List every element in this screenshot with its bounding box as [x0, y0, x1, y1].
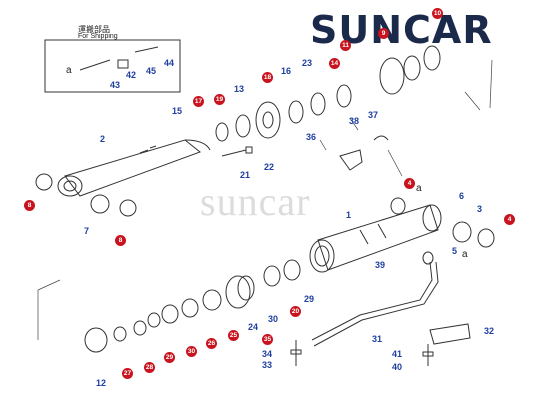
- piston-seal-16: [288, 100, 304, 124]
- label-7: 7: [84, 226, 90, 236]
- callout-18: 18: [262, 72, 273, 83]
- callout-28: 28: [144, 362, 155, 373]
- dust-seal-left: [35, 173, 53, 191]
- cylinder-head-top: [379, 57, 405, 95]
- shipping-parts-box: [44, 39, 181, 93]
- label-34: 34: [262, 349, 273, 359]
- label-31: 31: [372, 334, 383, 344]
- bushing-3: [452, 221, 472, 243]
- callout-17: 17: [193, 96, 204, 107]
- callout-10: 10: [432, 8, 443, 19]
- seal-ring-2: [133, 320, 147, 336]
- label-13: 13: [234, 84, 245, 94]
- pipe-31: [311, 261, 433, 341]
- cylinder-head-lower: [225, 275, 251, 309]
- label-24: 24: [248, 322, 259, 332]
- label-22: 22: [264, 162, 275, 172]
- callout-4-right: 4: [504, 214, 515, 225]
- dust-seal-4: [390, 197, 406, 215]
- callout-20: 20: [290, 306, 301, 317]
- bolt-21: [221, 149, 247, 157]
- callout-8-right: 8: [115, 235, 126, 246]
- callout-26: 26: [206, 338, 217, 349]
- shipping-bolt: [79, 59, 111, 71]
- label-2: 2: [100, 134, 106, 144]
- label-43: 43: [110, 80, 121, 90]
- label-32: 32: [484, 326, 495, 336]
- piston-rod: [57, 139, 211, 197]
- o-ring-10: [423, 45, 441, 71]
- label-16: 16: [281, 66, 292, 76]
- bracket-36: [339, 149, 363, 171]
- shipping-letter: a: [66, 65, 72, 76]
- label-29: 29: [304, 294, 315, 304]
- bushing-7: [90, 194, 110, 214]
- seal-ring-7: [263, 265, 281, 287]
- seal-ring-4: [161, 304, 179, 324]
- seal-ring-3: [147, 312, 161, 328]
- shipping-pin: [134, 46, 159, 53]
- watermark: suncar: [200, 179, 311, 224]
- label-15: 15: [172, 106, 183, 116]
- callout-9: 9: [378, 28, 389, 39]
- piston-ring: [235, 114, 251, 138]
- label-39: 39: [375, 260, 386, 270]
- label-23: 23: [302, 58, 313, 68]
- seal-rod-end: [119, 199, 137, 217]
- seal-ring-1: [113, 326, 127, 342]
- callout-27: 27: [122, 368, 133, 379]
- piston-head: [255, 101, 281, 139]
- label-5: 5: [452, 246, 458, 256]
- label-44: 44: [164, 58, 175, 68]
- callout-11: 11: [340, 40, 351, 51]
- bushing-12: [84, 327, 108, 353]
- piston-seal-15: [215, 122, 229, 142]
- label-45: 45: [146, 66, 157, 76]
- label-30: 30: [268, 314, 279, 324]
- label-36: 36: [306, 132, 317, 142]
- label-41: 41: [392, 349, 403, 359]
- brand-logo: SUNCAR: [309, 7, 493, 53]
- label-42: 42: [126, 70, 137, 80]
- shipping-clamp: [117, 59, 129, 69]
- shipping-subtitle: For Shipping: [78, 33, 118, 40]
- callout-8-left: 8: [24, 200, 35, 211]
- seal-ring-5: [181, 298, 199, 318]
- label-37: 37: [368, 110, 379, 120]
- label-12: 12: [96, 378, 107, 388]
- label-40: 40: [392, 362, 403, 372]
- callout-29: 29: [164, 352, 175, 363]
- seal-ring-8: [283, 259, 301, 281]
- shipping-title: 運搬部品: [78, 25, 110, 34]
- label-21: 21: [240, 170, 251, 180]
- clip-37: [373, 135, 389, 141]
- label-6: 6: [459, 191, 465, 201]
- callout-14: 14: [329, 58, 340, 69]
- bracket-32: [429, 323, 471, 345]
- label-1: 1: [346, 210, 352, 220]
- piston-ring-14: [336, 84, 352, 108]
- label-38: 38: [349, 116, 360, 126]
- label-33: 33: [262, 360, 273, 370]
- dust-seal-right: [477, 228, 495, 248]
- letter-a-upper: a: [416, 183, 422, 194]
- label-3: 3: [477, 204, 483, 214]
- pipe-fitting-39: [422, 251, 434, 265]
- callout-25: 25: [228, 330, 239, 341]
- callout-4-top: 4: [404, 178, 415, 189]
- callout-19: 19: [214, 94, 225, 105]
- callout-35: 35: [262, 334, 273, 345]
- callout-30: 30: [186, 346, 197, 357]
- letter-a-lower: a: [462, 249, 468, 260]
- piston-seal-23: [310, 92, 326, 116]
- cylinder-tube: [309, 204, 442, 273]
- seal-ring-6: [202, 289, 222, 311]
